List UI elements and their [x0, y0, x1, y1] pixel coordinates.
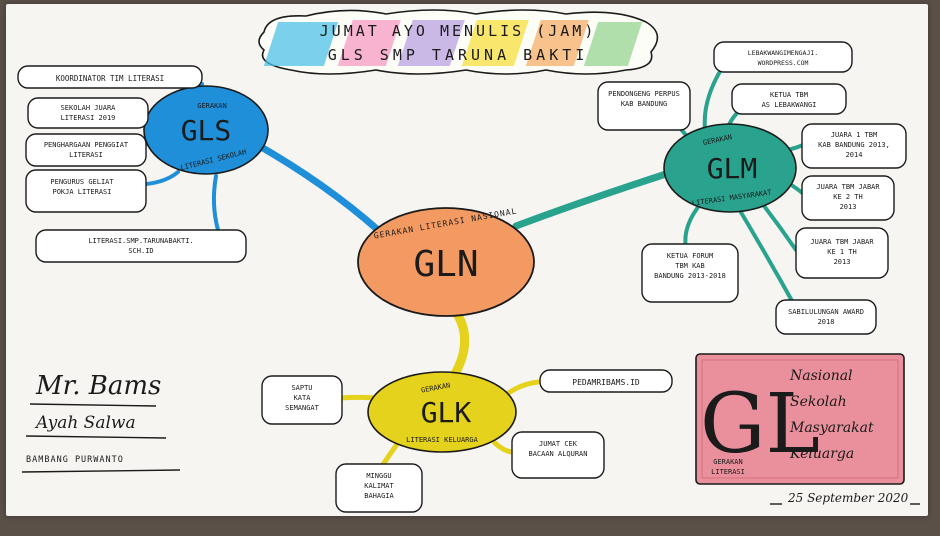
- gls-item-1-box: [17, 65, 203, 89]
- gln-node: GLN GERAKAN LITERASI NASIONAL: [357, 206, 535, 317]
- legend-big-letters: GL: [700, 377, 820, 472]
- connector-gln-gls: [252, 140, 382, 234]
- legend-word-4: Keluarga: [789, 446, 854, 462]
- gls-ellipse: [143, 85, 269, 175]
- author-block: Mr. Bams Ayah Salwa BAMBANG PURWANTO: [21, 371, 181, 473]
- legend-background: [695, 353, 905, 485]
- date-label: 25 September 2020: [787, 491, 909, 505]
- author-name: BAMBANG PURWANTO: [26, 455, 124, 465]
- gls-item-3-box: [25, 133, 147, 167]
- gls-arc-top: GERAKAN: [197, 102, 227, 110]
- connector-gln-glm: [512, 170, 670, 230]
- gls-item-2-box: [27, 97, 149, 129]
- gls-item-5: LITERASI.SMP.TARUNABAKTI.SCH.ID: [88, 237, 193, 255]
- glk-item-1-box: [539, 369, 673, 393]
- legend-word-3: Masyarakat: [789, 420, 874, 436]
- mind-map-canvas: JUMAT AYO MENULIS (JAM) GLS SMP TARUNA B…: [17, 9, 920, 513]
- glk-label: GLK: [421, 396, 472, 429]
- glk-item-4-box: [335, 463, 423, 513]
- gls-item-4-box: [25, 169, 147, 213]
- glk-ellipse: [367, 371, 517, 453]
- mind-map-paper: JUMAT AYO MENULIS (JAM) GLS SMP TARUNA B…: [6, 4, 928, 516]
- glm-item-8-box: [775, 299, 877, 335]
- gln-ellipse: [357, 207, 535, 317]
- glm-item-2-box: [597, 81, 691, 131]
- glm-ellipse: [663, 123, 797, 213]
- author-nickname: Ayah Salwa: [34, 413, 136, 433]
- glm-item-7-box: [641, 243, 739, 303]
- glk-node: GLK GERAKAN LITERASI KELUARGA: [367, 371, 517, 453]
- glk-item-1: PEDAMRIBAMS.ID: [572, 378, 640, 387]
- glm-item-1: LEBAKWANGIMENGAJI.WORDPRESS.COM: [748, 49, 818, 67]
- legend-box: GL Nasional Sekolah Masyarakat Keluarga …: [695, 353, 905, 485]
- title-line-2: GLS SMP TARUNA BAKTI: [328, 46, 589, 64]
- glm-items: LEBAKWANGIMENGAJI.WORDPRESS.COM PENDONGE…: [597, 41, 907, 335]
- gls-item-1: KOORDINATOR TIM LITERASI: [56, 74, 164, 83]
- glk-item-3-box: [511, 431, 605, 479]
- glm-item-3-box: [731, 83, 847, 115]
- glk-arc-bottom: LITERASI KELUARGA: [406, 436, 478, 444]
- glm-item-5-box: [801, 175, 895, 221]
- author-signature: Mr. Bams: [35, 371, 161, 401]
- glm-node: GLM GERAKAN LITERASI MASYARAKAT: [663, 123, 797, 213]
- gln-label: GLN: [413, 244, 478, 285]
- title-line-1: JUMAT AYO MENULIS (JAM): [320, 22, 597, 40]
- gls-item-5-box: [35, 229, 247, 263]
- glm-item-6-box: [795, 227, 889, 279]
- legend-word-2: Sekolah: [790, 394, 847, 410]
- gls-label: GLS: [181, 114, 232, 147]
- glk-item-2-box: [261, 375, 343, 425]
- gls-node: GLS GERAKAN LITERASI SEKOLAH: [143, 85, 269, 175]
- glm-item-4-box: [801, 123, 907, 169]
- title-cloud: JUMAT AYO MENULIS (JAM) GLS SMP TARUNA B…: [258, 9, 659, 75]
- glm-label: GLM: [707, 152, 758, 185]
- legend-word-1: Nasional: [789, 368, 853, 384]
- glm-item-1-box: [713, 41, 853, 73]
